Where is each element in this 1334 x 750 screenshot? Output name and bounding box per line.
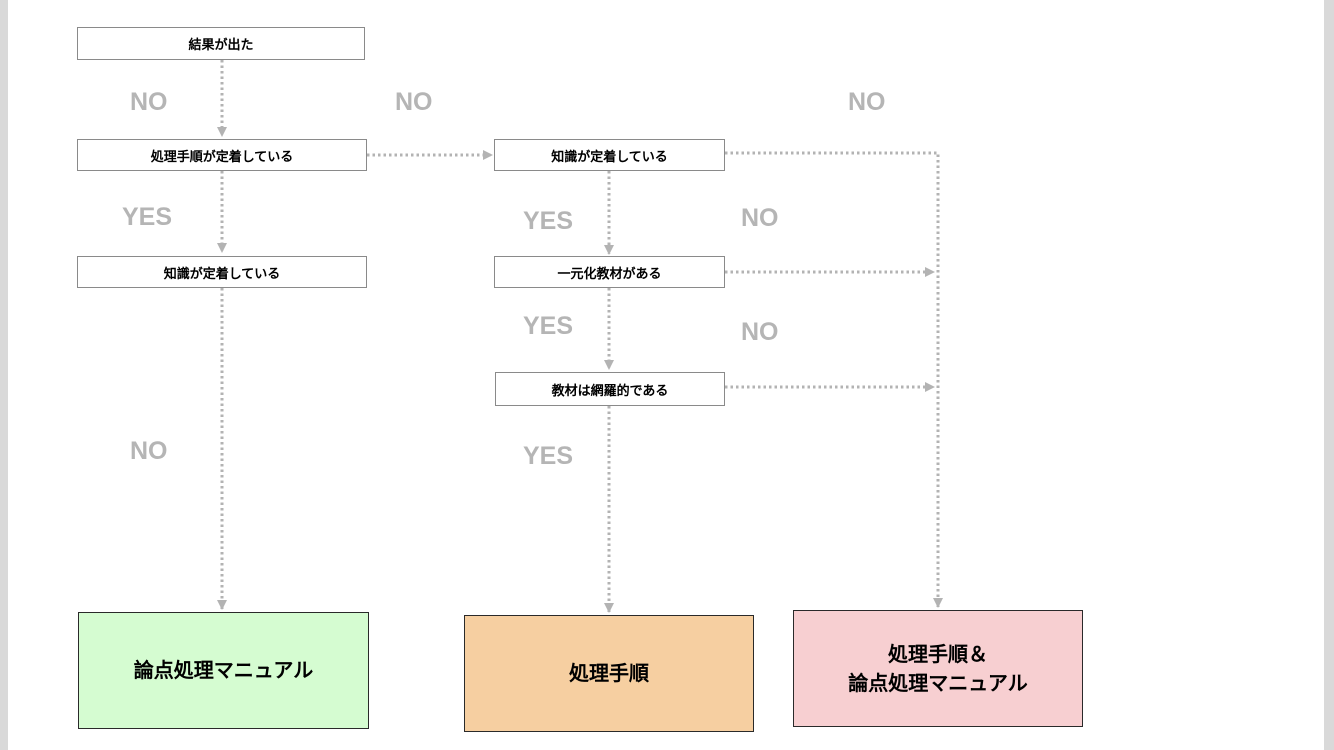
node-result-out-label: 結果が出た	[188, 38, 254, 53]
result-issue-manual: 論点処理マニュアル	[78, 612, 369, 729]
result-both-line2: 論点処理マニュアル	[848, 670, 1028, 695]
edge-layer	[217, 60, 943, 613]
node-knowledge-established-right-label: 知識が定着している	[551, 149, 668, 165]
result-procedure-label: 処理手順	[569, 661, 649, 685]
node-unified-material-label: 一元化教材がある	[557, 266, 662, 282]
result-both: 処理手順＆ 論点処理マニュアル	[793, 610, 1083, 727]
label-no-6: NO	[130, 437, 168, 465]
result-issue-manual-label: 論点処理マニュアル	[133, 658, 314, 682]
node-knowledge-established-left-label: 知識が定着している	[163, 266, 281, 282]
label-yes-3: YES	[523, 312, 574, 340]
label-yes-4: YES	[523, 442, 574, 470]
node-result-out: 結果が出た	[77, 27, 365, 60]
result-both-line1: 処理手順＆	[888, 641, 988, 666]
node-knowledge-established-right: 知識が定着している	[494, 139, 725, 171]
label-no-2: NO	[395, 88, 433, 116]
node-knowledge-established-left: 知識が定着している	[77, 256, 367, 288]
node-material-comprehensive: 教材は網羅的である	[495, 372, 725, 406]
node-procedure-established-label: 処理手順が定着している	[150, 149, 294, 165]
node-material-comprehensive-label: 教材は網羅的である	[551, 383, 669, 399]
label-no-4: NO	[741, 204, 779, 232]
result-procedure: 処理手順	[464, 615, 754, 732]
flowchart-canvas: 結果が出た 処理手順が定着している 知識が定着している 知識が定着している 一元…	[8, 0, 1324, 750]
label-yes-1: YES	[122, 203, 173, 231]
label-no-3: NO	[848, 88, 886, 116]
node-procedure-established: 処理手順が定着している	[77, 139, 367, 171]
label-no-1: NO	[130, 88, 168, 116]
node-unified-material: 一元化教材がある	[494, 256, 725, 288]
label-no-5: NO	[741, 318, 779, 346]
label-yes-2: YES	[523, 207, 574, 235]
